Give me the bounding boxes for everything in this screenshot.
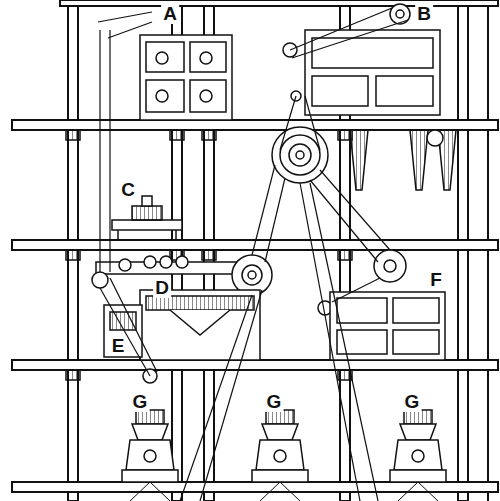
callout-letter: D [153,278,171,298]
callout-letter: C [119,180,137,200]
callout-letter: E [110,336,127,356]
callout-letter: A [161,4,179,24]
callout-letter: F [428,270,444,290]
callout-letter: B [415,4,433,24]
callout-letter: G [403,392,422,412]
callout-letter: G [265,392,284,412]
callout-letter: G [131,392,150,412]
